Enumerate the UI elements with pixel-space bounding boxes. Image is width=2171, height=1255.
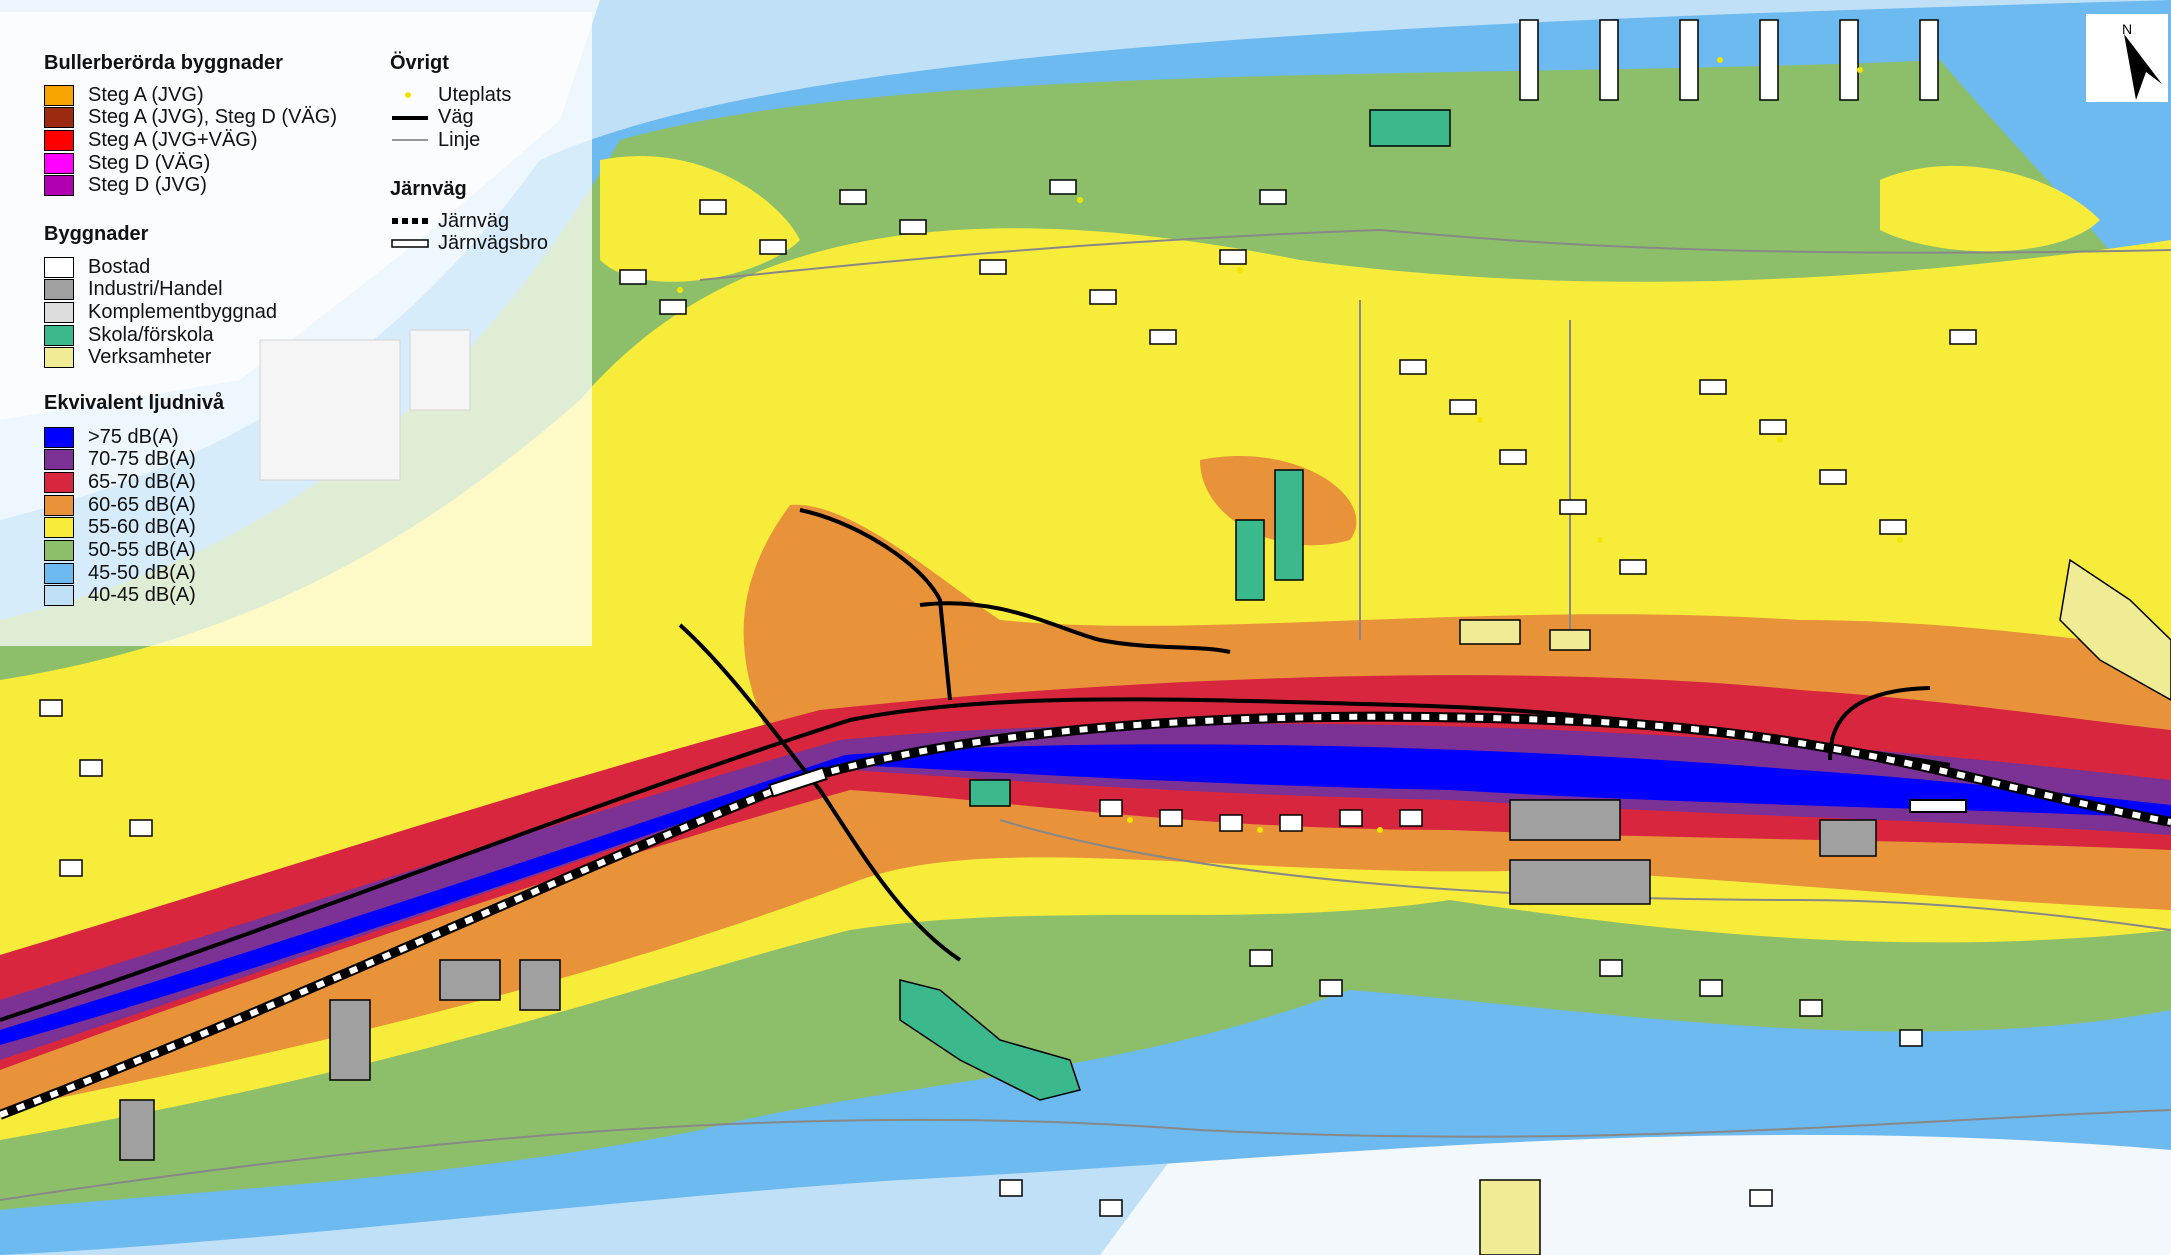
legend-building-label: Komplementbyggnad — [88, 300, 278, 323]
legend-affected-label: Steg D (JVG) — [88, 174, 207, 197]
legend-building-item: Komplementbyggnad — [44, 301, 277, 323]
dot-icon — [405, 92, 411, 98]
legend-affected-item: Steg D (JVG) — [44, 174, 207, 197]
dot-icon — [390, 84, 430, 106]
legend-level-swatch — [44, 562, 74, 584]
double-line-icon — [391, 238, 429, 248]
legend-building-swatch — [44, 301, 74, 323]
legend-level-item: 40-45 dB(A) — [44, 584, 196, 607]
legend-building-label: Verksamheter — [88, 346, 212, 369]
legend-railway-item: Järnvägsbro — [390, 232, 549, 255]
legend-level-label: 65-70 dB(A) — [88, 470, 196, 493]
legend-railway-title: Järnväg — [390, 178, 467, 200]
legend-affected-item: Steg A (JVG+VÄG) — [44, 129, 258, 151]
thin-line-icon — [390, 129, 430, 151]
legend-level-item: 50-55 dB(A) — [44, 539, 196, 562]
legend-other-label: Linje — [438, 128, 481, 151]
legend-building-item: Verksamheter — [44, 346, 212, 369]
legend-level-label: 45-50 dB(A) — [88, 561, 196, 584]
legend-building-item: Industri/Handel — [44, 278, 223, 301]
legend-level-label: 50-55 dB(A) — [88, 539, 196, 561]
legend-level-label: 40-45 dB(A) — [88, 584, 196, 607]
legend-building-item: Skola/förskola — [44, 324, 214, 346]
thick-line-icon — [390, 107, 430, 129]
legend-affected-swatch — [44, 175, 74, 197]
legend-building-swatch — [44, 279, 74, 301]
north-arrow: N — [2086, 14, 2168, 102]
legend-affected-label: Steg A (JVG+VÄG) — [88, 128, 258, 151]
legend-affected-item: Steg A (JVG), Steg D (VÄG) — [44, 106, 337, 129]
legend-level-swatch — [44, 449, 74, 471]
legend-level-label: 60-65 dB(A) — [88, 493, 196, 516]
legend-other-label: Uteplats — [438, 83, 512, 106]
legend-other-label: Väg — [438, 106, 474, 129]
legend-level-swatch — [44, 517, 74, 539]
legend-railway-label: Järnvägsbro — [438, 232, 549, 255]
legend-level-label: >75 dB(A) — [88, 425, 179, 448]
legend-building-swatch — [44, 324, 74, 346]
legend-level-item: >75 dB(A) — [44, 426, 179, 448]
north-arrow-label: N — [2122, 21, 2132, 37]
double-line-icon — [390, 233, 430, 255]
legend-railway-item: Järnväg — [390, 210, 509, 232]
legend-affected-swatch — [44, 84, 74, 106]
dashed-line-icon — [390, 210, 430, 232]
legend-railway-label: Järnväg — [438, 209, 510, 232]
legend-level-item: 55-60 dB(A) — [44, 516, 196, 539]
legend-other-item: Linje — [390, 129, 480, 151]
legend-other-item: Väg — [390, 106, 474, 129]
legend-affected-label: Steg A (JVG) — [88, 83, 204, 106]
legend-level-swatch — [44, 540, 74, 561]
legend-affected-title: Bullerberörda byggnader — [44, 52, 283, 74]
legend-level-label: 70-75 dB(A) — [88, 448, 196, 471]
legend-buildings-title: Byggnader — [44, 223, 149, 245]
legend-other-title: Övrigt — [390, 52, 449, 74]
legend-affected-item: Steg D (VÄG) — [44, 152, 210, 174]
map-legend: Bullerberörda byggnader Steg A (JVG)Steg… — [0, 12, 592, 646]
legend-level-item: 60-65 dB(A) — [44, 494, 196, 516]
legend-level-label: 55-60 dB(A) — [88, 516, 196, 539]
legend-level-swatch — [44, 585, 74, 607]
legend-level-item: 65-70 dB(A) — [44, 471, 196, 493]
legend-levels-title: Ekvivalent ljudnivå — [44, 392, 225, 414]
legend-building-swatch — [44, 256, 74, 278]
thin-line-icon — [392, 139, 428, 142]
legend-building-label: Bostad — [88, 255, 151, 278]
dashed-line-icon — [392, 218, 428, 224]
legend-affected-label: Steg D (VÄG) — [88, 151, 211, 174]
legend-building-swatch — [44, 347, 74, 369]
legend-affected-item: Steg A (JVG) — [44, 84, 204, 106]
north-arrow-icon: N — [2122, 21, 2162, 100]
legend-level-swatch — [44, 494, 74, 516]
legend-affected-swatch — [44, 152, 74, 174]
legend-building-label: Skola/förskola — [88, 323, 214, 346]
legend-level-swatch — [44, 471, 74, 493]
legend-building-label: Industri/Handel — [88, 278, 223, 301]
legend-affected-swatch — [44, 129, 74, 151]
legend-level-item: 45-50 dB(A) — [44, 562, 196, 584]
legend-level-item: 70-75 dB(A) — [44, 448, 196, 471]
legend-building-item: Bostad — [44, 256, 150, 278]
thick-line-icon — [392, 115, 428, 120]
legend-level-swatch — [44, 426, 74, 448]
legend-other-item: Uteplats — [390, 84, 511, 106]
legend-affected-label: Steg A (JVG), Steg D (VÄG) — [88, 106, 337, 129]
legend-affected-swatch — [44, 107, 74, 129]
